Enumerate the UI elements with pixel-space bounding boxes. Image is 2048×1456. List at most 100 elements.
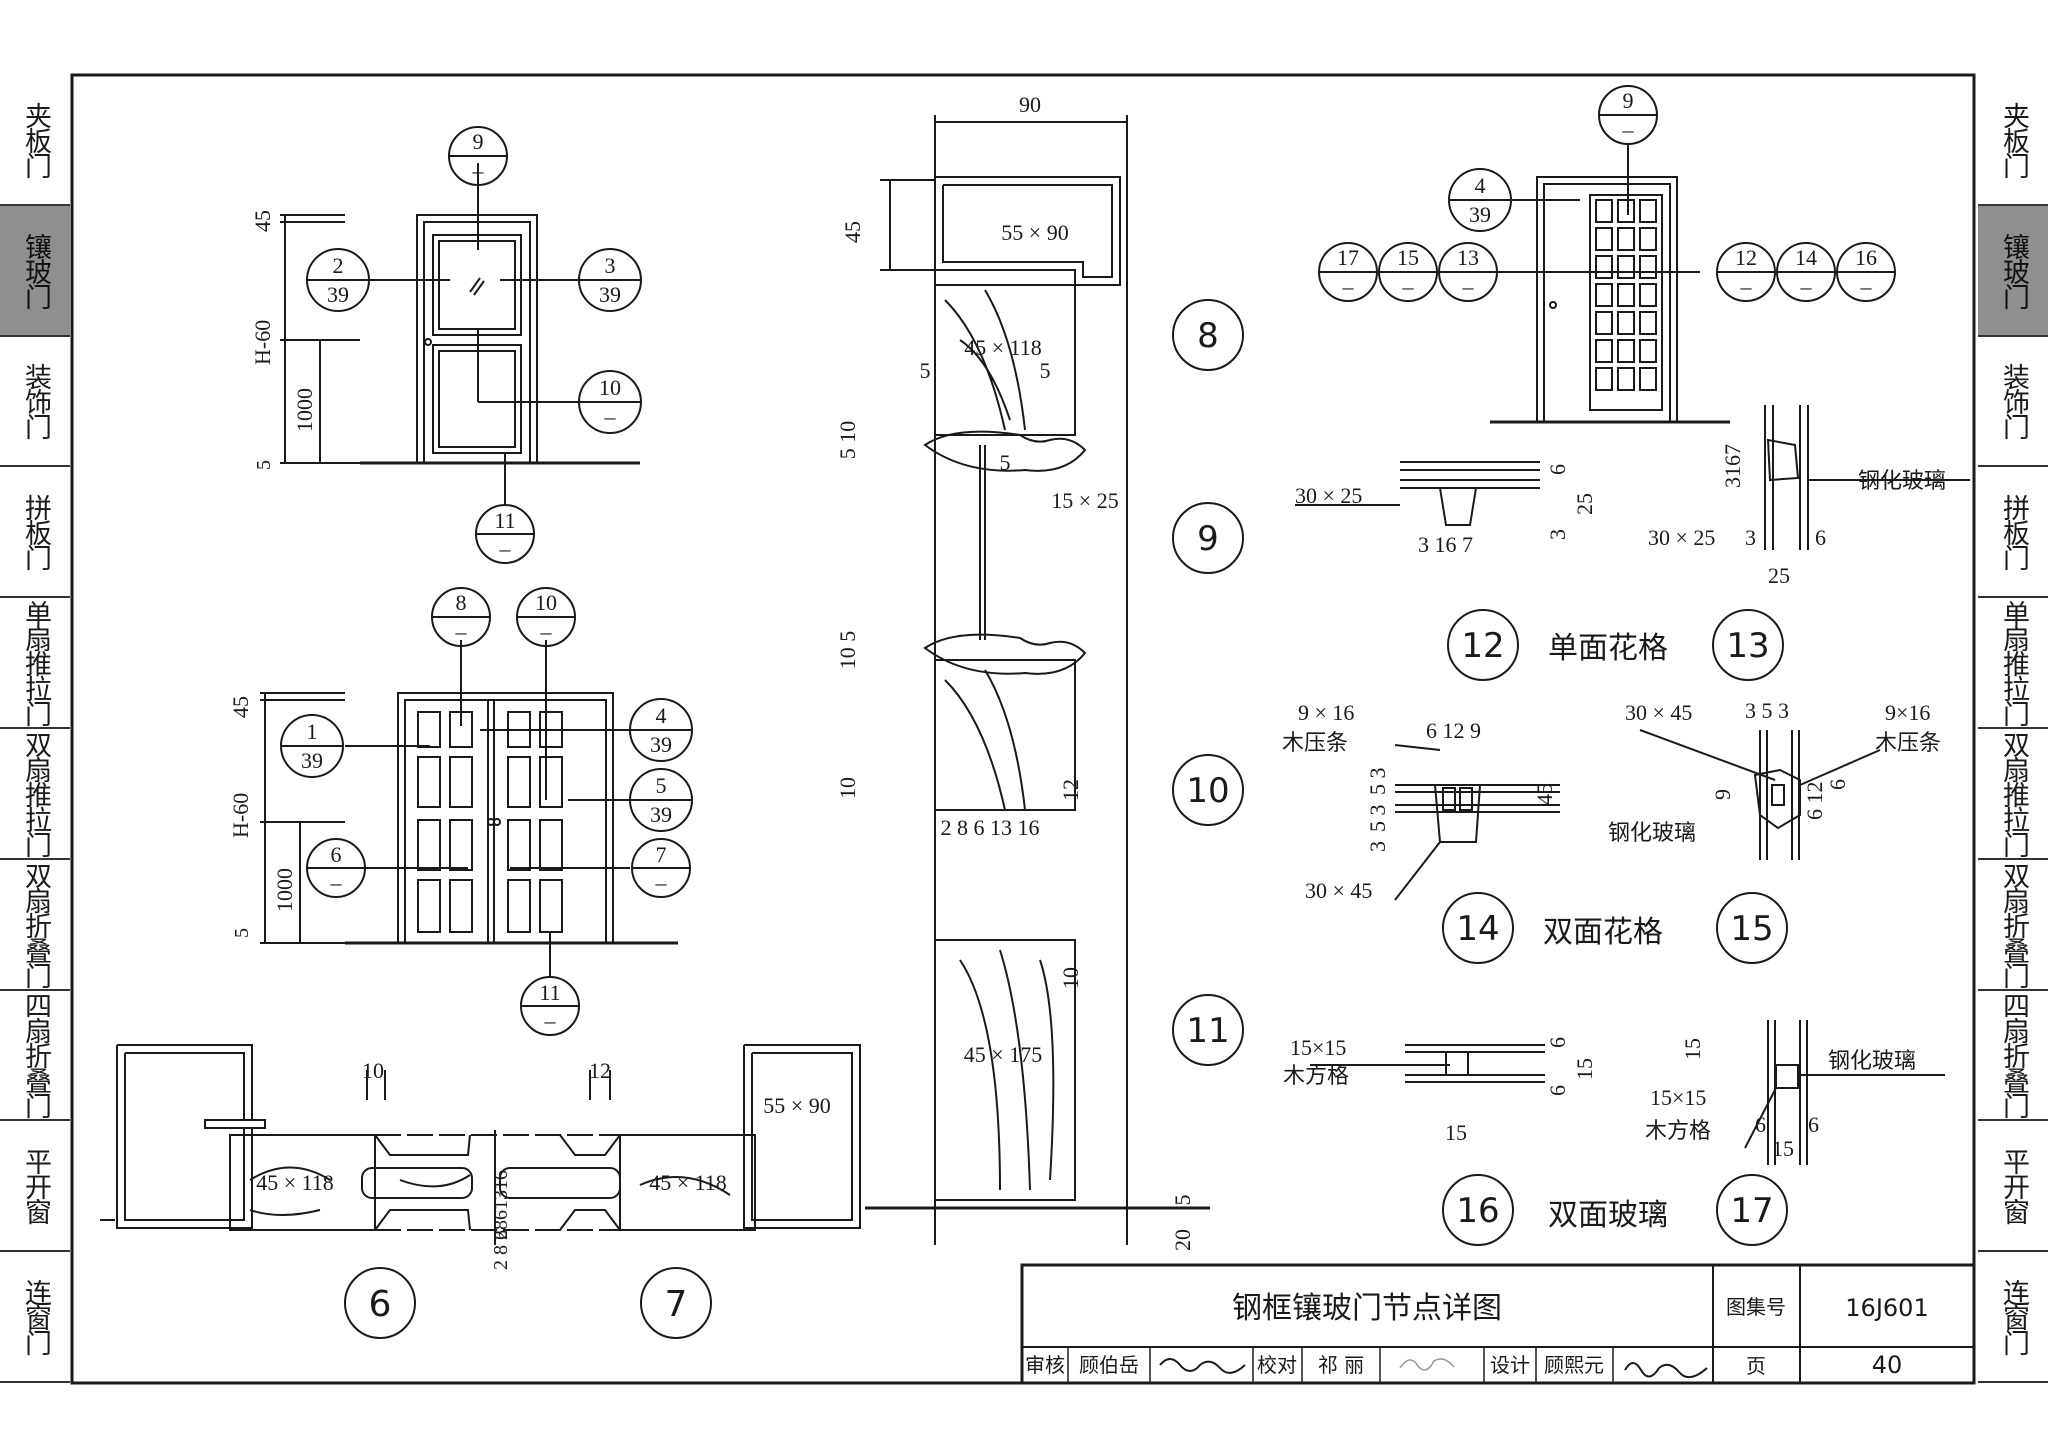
category-tab-label: 单扇推拉门 [20, 600, 51, 726]
ref-4: 4 [1475, 173, 1486, 198]
category-tab[interactable]: 双扇折叠门 [0, 860, 70, 991]
label-tempered-glass: 钢化玻璃 [1858, 468, 1946, 493]
dim-5-3: 5 3 [1365, 768, 1390, 796]
ref-dash: – [1402, 274, 1415, 299]
dim-3167: 3167 [1720, 444, 1745, 488]
dim-3: 3 [1745, 525, 1756, 550]
ref-13: 13 [1457, 245, 1479, 270]
ref-39b: 39 [599, 282, 621, 307]
category-tab[interactable]: 平开窗 [0, 1121, 70, 1253]
detail-16-label: 16 [1456, 1191, 1499, 1231]
ref-39: 39 [1469, 202, 1491, 227]
dim-3: 3 [1365, 841, 1390, 852]
category-tab[interactable]: 拼板门 [1978, 467, 2048, 599]
designer-name: 顾熙元 [1544, 1353, 1604, 1377]
detail-8-label: 8 [1197, 316, 1219, 356]
dim-6: 6 [1545, 1085, 1570, 1096]
ref-39: 39 [301, 748, 323, 773]
category-tab-label: 装饰门 [20, 363, 51, 439]
check-label: 校对 [1257, 1353, 1297, 1377]
detail-7-label: 7 [665, 1284, 688, 1325]
detail-12-label: 12 [1461, 626, 1504, 666]
category-tab[interactable]: 镶玻门 [0, 205, 70, 337]
ref-5: 5 [656, 773, 667, 798]
ref-10: 10 [599, 375, 621, 400]
label-wood-grid: 木方格 [1645, 1118, 1711, 1143]
category-tab[interactable]: 连窗门 [0, 1252, 70, 1383]
dim-25: 25 [1572, 493, 1597, 515]
ref-7: 7 [656, 842, 667, 867]
category-tab[interactable]: 连窗门 [1978, 1252, 2048, 1383]
detail-13-label: 13 [1726, 626, 1769, 666]
category-tab[interactable]: 夹板门 [0, 75, 70, 206]
dim-6: 6 [1808, 1112, 1819, 1137]
ref-1: 1 [307, 719, 318, 744]
dim-1000: 1000 [292, 388, 317, 432]
plan-section: 10 12 55 × 90 45 × 118 45 × 118 2861316 … [100, 1044, 861, 1339]
category-tab-label: 连窗门 [20, 1279, 51, 1355]
reviewer-name: 顾伯岳 [1079, 1353, 1139, 1377]
title-block: 钢框镶玻门节点详图 图集号 16J601 页 40 审核 顾伯岳 校对 祁 丽 … [1020, 1263, 1976, 1385]
ref-39: 39 [650, 732, 672, 757]
ref-dash: – [1622, 117, 1635, 142]
checker-name: 祁 丽 [1318, 1353, 1364, 1377]
category-tab-label: 四扇折叠门 [1998, 992, 2029, 1118]
label-30x45: 30 × 45 [1625, 700, 1692, 725]
ref-14: 14 [1795, 245, 1817, 270]
dim-10: 10 [1058, 967, 1083, 989]
dim-6: 6 [1545, 464, 1570, 475]
category-tab[interactable]: 单扇推拉门 [0, 598, 70, 729]
dim-stack: 2 8 6 13 16 [941, 815, 1040, 840]
dim-1000: 1000 [272, 868, 297, 912]
category-tab[interactable]: 镶玻门 [1978, 205, 2048, 337]
frame-size: 55 × 90 [1001, 220, 1068, 245]
dim-12: 12 [589, 1058, 611, 1083]
ref-15: 15 [1397, 245, 1419, 270]
caption-double-glass: 双面玻璃 [1548, 1198, 1668, 1233]
ref-17: 17 [1337, 245, 1359, 270]
dim-15: 15 [1572, 1058, 1597, 1080]
category-tab[interactable]: 装饰门 [1978, 337, 2048, 468]
details-14-15: 9 × 16 木压条 6 12 9 5 3 5 3 3 45 30 × 45 3… [1282, 698, 1941, 964]
dim-45: 45 [250, 210, 275, 232]
label-30x45: 30 × 45 [1305, 878, 1372, 903]
dim-h60: H-60 [228, 793, 253, 838]
category-tab[interactable]: 夹板门 [1978, 75, 2048, 206]
ref-9: 9 [1623, 88, 1634, 113]
caption-double-grille: 双面花格 [1543, 915, 1663, 950]
category-tab[interactable]: 装饰门 [0, 337, 70, 468]
label-9x16: 9 × 16 [1298, 700, 1354, 725]
category-tab[interactable]: 拼板门 [0, 467, 70, 599]
dim-15: 15 [1445, 1120, 1467, 1145]
dim-3: 3 [1545, 529, 1570, 540]
detail-15-label: 15 [1730, 909, 1773, 949]
dim-6: 6 [1825, 779, 1850, 790]
category-tab[interactable]: 四扇折叠门 [0, 991, 70, 1122]
ref-4: 4 [656, 703, 667, 728]
label-tempered-glass: 钢化玻璃 [1608, 820, 1696, 845]
label-30x25: 30 × 25 [1648, 525, 1715, 550]
ref-12: 12 [1735, 245, 1757, 270]
category-tab[interactable]: 双扇推拉门 [0, 729, 70, 860]
dim-5-3: 5 3 [1365, 805, 1390, 833]
label-15x15: 15×15 [1290, 1035, 1346, 1060]
category-tab[interactable]: 平开窗 [1978, 1121, 2048, 1253]
bead-size: 15 × 25 [1051, 488, 1118, 513]
category-tab-label: 双扇折叠门 [1998, 861, 2029, 987]
category-tab[interactable]: 四扇折叠门 [1978, 991, 2048, 1122]
dim-5: 5 [253, 460, 275, 470]
category-tab[interactable]: 双扇推拉门 [1978, 729, 2048, 860]
dim-5: 5 [1000, 450, 1011, 475]
drawing-title: 钢框镶玻门节点详图 [1232, 1291, 1502, 1326]
ref-dash: – [330, 870, 343, 895]
ref-11: 11 [494, 508, 515, 533]
category-tab-label: 镶玻门 [1998, 232, 2029, 308]
dim-stack: 2861316 [490, 1170, 512, 1240]
dim-10: 10 [835, 777, 860, 799]
dim-45: 45 [228, 696, 253, 718]
category-tab[interactable]: 双扇折叠门 [1978, 860, 2048, 991]
category-tab[interactable]: 单扇推拉门 [1978, 598, 2048, 729]
dim-25: 25 [1768, 563, 1790, 588]
detail-11-label: 11 [1186, 1011, 1229, 1051]
